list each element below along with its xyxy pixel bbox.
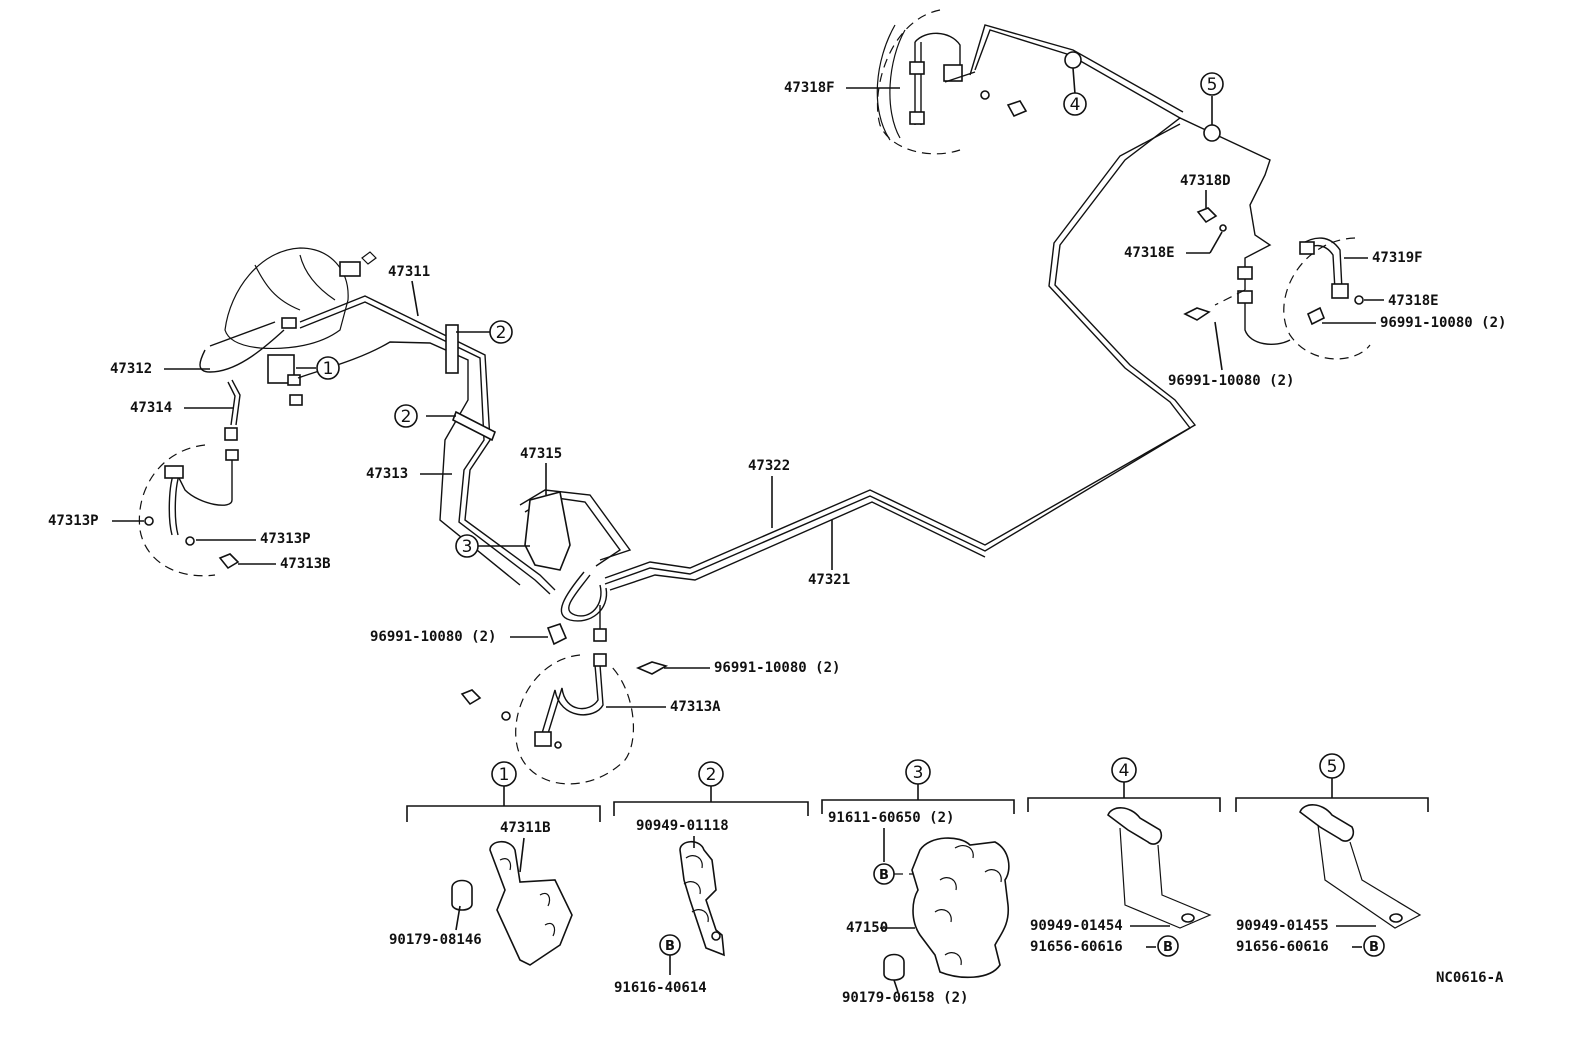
bracket-3-valve	[524, 491, 571, 571]
master-cylinder-booster	[224, 247, 377, 406]
bracket-2-lower	[452, 410, 496, 442]
label-clamp-right: 96991-10080 (2)	[1380, 315, 1506, 331]
label-91656-60616-group5: 91656-60616	[1236, 939, 1329, 955]
label-90179-08146: 90179-08146	[389, 932, 482, 948]
label-91611-60650: 91611-60650 (2)	[828, 810, 954, 826]
group-3-number: 3	[913, 763, 924, 783]
group-2-number: 2	[706, 765, 717, 785]
label-47318F: 47318F	[784, 80, 835, 96]
group-3-detail: 91611-60650 (2) B 47150 90179-06158 (2)	[828, 810, 1010, 1006]
label-clamp-left: 96991-10080 (2)	[370, 629, 496, 645]
callout-3-marker: 3	[462, 537, 473, 557]
label-47150: 47150	[846, 920, 888, 936]
label-47313P-left: 47313P	[48, 513, 99, 529]
bolt-symbol-group-5: B	[1369, 940, 1379, 955]
label-47313B: 47313B	[280, 556, 331, 572]
group-5-number: 5	[1327, 757, 1338, 777]
callout-4-marker: 4	[1070, 95, 1081, 115]
bolt-symbol-group-2: B	[665, 939, 675, 954]
group-1-number: 1	[499, 765, 510, 785]
label-47311: 47311	[388, 264, 430, 280]
callout-2-lower-marker: 2	[401, 407, 412, 427]
rear-left-brake-assembly	[1183, 207, 1371, 360]
label-90949-01118: 90949-01118	[636, 818, 729, 834]
label-clamp-front: 96991-10080 (2)	[714, 660, 840, 676]
label-90179-06158: 90179-06158 (2)	[842, 990, 968, 1006]
callout-1-marker: 1	[323, 359, 334, 379]
label-91656-60616-group4: 91656-60616	[1030, 939, 1123, 955]
bolt-symbol-group-3: B	[879, 868, 889, 883]
label-47313P-right: 47313P	[260, 531, 311, 547]
bracket-2-upper	[445, 324, 459, 374]
part-labels: 47318F 47311 47312 47314 47313 47313P 47…	[48, 80, 1506, 715]
label-47311B: 47311B	[500, 820, 551, 836]
label-47318E-top: 47318E	[1124, 245, 1175, 261]
group-4-number: 4	[1119, 761, 1130, 781]
label-47315: 47315	[520, 446, 562, 462]
label-90949-01455: 90949-01455	[1236, 918, 1329, 934]
diagram-code: NC0616-A	[1436, 970, 1504, 986]
label-47313: 47313	[366, 466, 408, 482]
bolt-symbol-group-4: B	[1163, 940, 1173, 955]
label-47318E-right: 47318E	[1388, 293, 1439, 309]
rear-right-brake-assembly	[876, 9, 1028, 155]
front-left-brake-assembly	[138, 427, 240, 577]
label-47322: 47322	[748, 458, 790, 474]
callout-5-marker: 5	[1207, 75, 1218, 95]
brake-tubes	[174, 24, 1272, 635]
tube-brackets	[445, 324, 571, 571]
label-clamp-mid-right: 96991-10080 (2)	[1168, 373, 1294, 389]
group-1-detail: 47311B 90179-08146	[389, 820, 573, 966]
label-91616-40614: 91616-40614	[614, 980, 707, 996]
label-47312: 47312	[110, 361, 152, 377]
callout-2-upper-marker: 2	[496, 323, 507, 343]
label-47319F: 47319F	[1372, 250, 1423, 266]
group-2-detail: 90949-01118 B 91616-40614	[614, 818, 729, 996]
group-5-detail: 90949-01455 91656-60616 B	[1236, 804, 1422, 957]
detail-group-brackets: 1 2 3 4 5	[406, 753, 1429, 822]
callout-markers: 4 5 2 2 1 3	[296, 51, 1224, 558]
group-4-detail: 90949-01454 91656-60616 B	[1030, 807, 1212, 957]
label-47318D: 47318D	[1180, 173, 1231, 189]
label-47313A: 47313A	[670, 699, 721, 715]
label-47314: 47314	[130, 400, 172, 416]
front-right-brake-assembly	[460, 623, 669, 785]
label-90949-01454: 90949-01454	[1030, 918, 1123, 934]
label-47321: 47321	[808, 572, 850, 588]
